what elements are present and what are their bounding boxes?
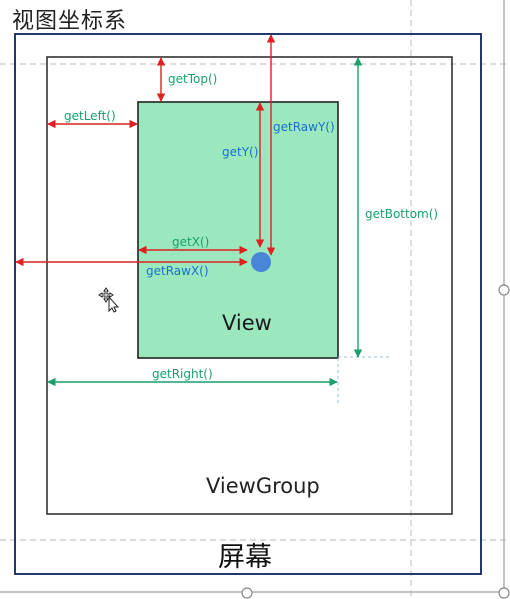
get-raw-y-label: getRawY() (273, 120, 335, 134)
get-x-label: getX() (172, 235, 210, 249)
get-top-label: getTop() (168, 72, 218, 86)
touch-point (251, 252, 271, 272)
viewgroup-box (46, 56, 453, 515)
resize-handle-corner[interactable] (498, 587, 510, 599)
get-y-label: getY() (222, 145, 259, 159)
view-box (137, 101, 339, 359)
view-label: View (222, 311, 272, 335)
get-bottom-label: getBottom() (365, 207, 439, 221)
screen-label: 屏幕 (218, 542, 272, 573)
page-title: 视图坐标系 (12, 9, 128, 34)
viewgroup-label: ViewGroup (206, 474, 320, 498)
resize-handle-bottom[interactable] (241, 587, 253, 599)
move-cursor-icon (98, 287, 120, 313)
screen-box (14, 33, 482, 575)
resize-handle-right[interactable] (498, 284, 510, 296)
get-right-label: getRight() (152, 367, 213, 381)
get-raw-x-label: getRawX() (146, 264, 209, 278)
get-left-label: getLeft() (64, 109, 116, 123)
